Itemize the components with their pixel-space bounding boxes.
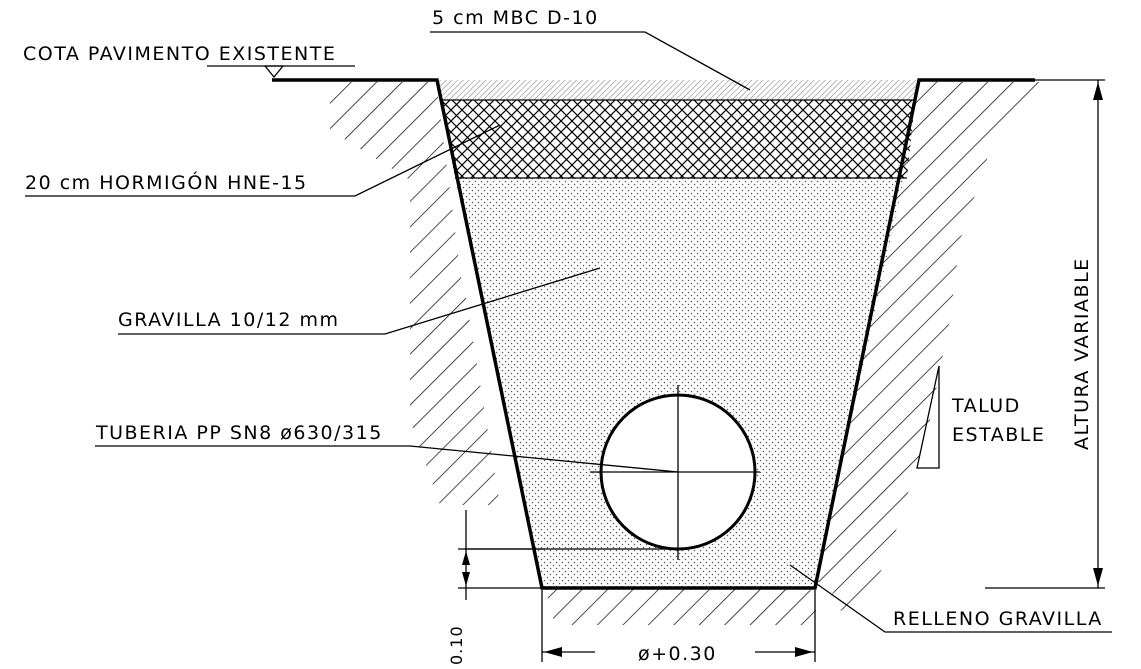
right-soil-hatch xyxy=(815,82,1040,620)
bedding-thickness-label: 0.10 xyxy=(447,625,466,665)
bottom-width-dimension: ø+0.30 xyxy=(541,590,816,665)
bedding-callout: RELLENO GRAVILLA xyxy=(789,564,1112,633)
mbc-layer-area xyxy=(437,80,919,100)
stable-slope-callout: TALUD ESTABLE xyxy=(916,365,1045,469)
trench-walls xyxy=(272,78,1035,590)
trench-fill xyxy=(437,80,919,588)
surface-layer-label: 5 cm MBC D-10 xyxy=(432,7,599,29)
bedding-thickness-dimension: 0.10 xyxy=(447,510,545,665)
existing-pavement-label: COTA PAVIMENTO EXISTENTE xyxy=(23,43,336,65)
slope-triangle-icon xyxy=(916,365,940,469)
level-marker-icon xyxy=(263,65,285,79)
height-dimension-label: ALTURA VARIABLE xyxy=(1071,257,1093,450)
concrete-layer-callout: 20 cm HORMIGÓN HNE-15 xyxy=(25,124,501,197)
existing-pavement-callout: COTA PAVIMENTO EXISTENTE xyxy=(23,43,355,79)
gravel-callout: GRAVILLA 10/12 mm xyxy=(118,267,601,335)
surface-layer-callout: 5 cm MBC D-10 xyxy=(430,7,751,91)
gravel-fill-area xyxy=(455,178,904,588)
concrete-layer-area xyxy=(441,100,915,178)
left-soil-hatch xyxy=(330,82,500,505)
pipe-label: TUBERIA PP SN8 ø630/315 xyxy=(95,422,383,444)
concrete-layer-label: 20 cm HORMIGÓN HNE-15 xyxy=(25,170,308,194)
pipe-callout: TUBERIA PP SN8 ø630/315 xyxy=(95,422,679,473)
gravel-fill-label: GRAVILLA 10/12 mm xyxy=(118,309,340,331)
slope-label-line1: TALUD xyxy=(951,395,1021,417)
height-dimension: ALTURA VARIABLE xyxy=(985,79,1105,589)
bottom-soil-hatch xyxy=(545,588,820,625)
bottom-width-label: ø+0.30 xyxy=(638,643,717,665)
slope-label-line2: ESTABLE xyxy=(952,424,1045,446)
bedding-fill-label: RELLENO GRAVILLA xyxy=(893,608,1103,630)
